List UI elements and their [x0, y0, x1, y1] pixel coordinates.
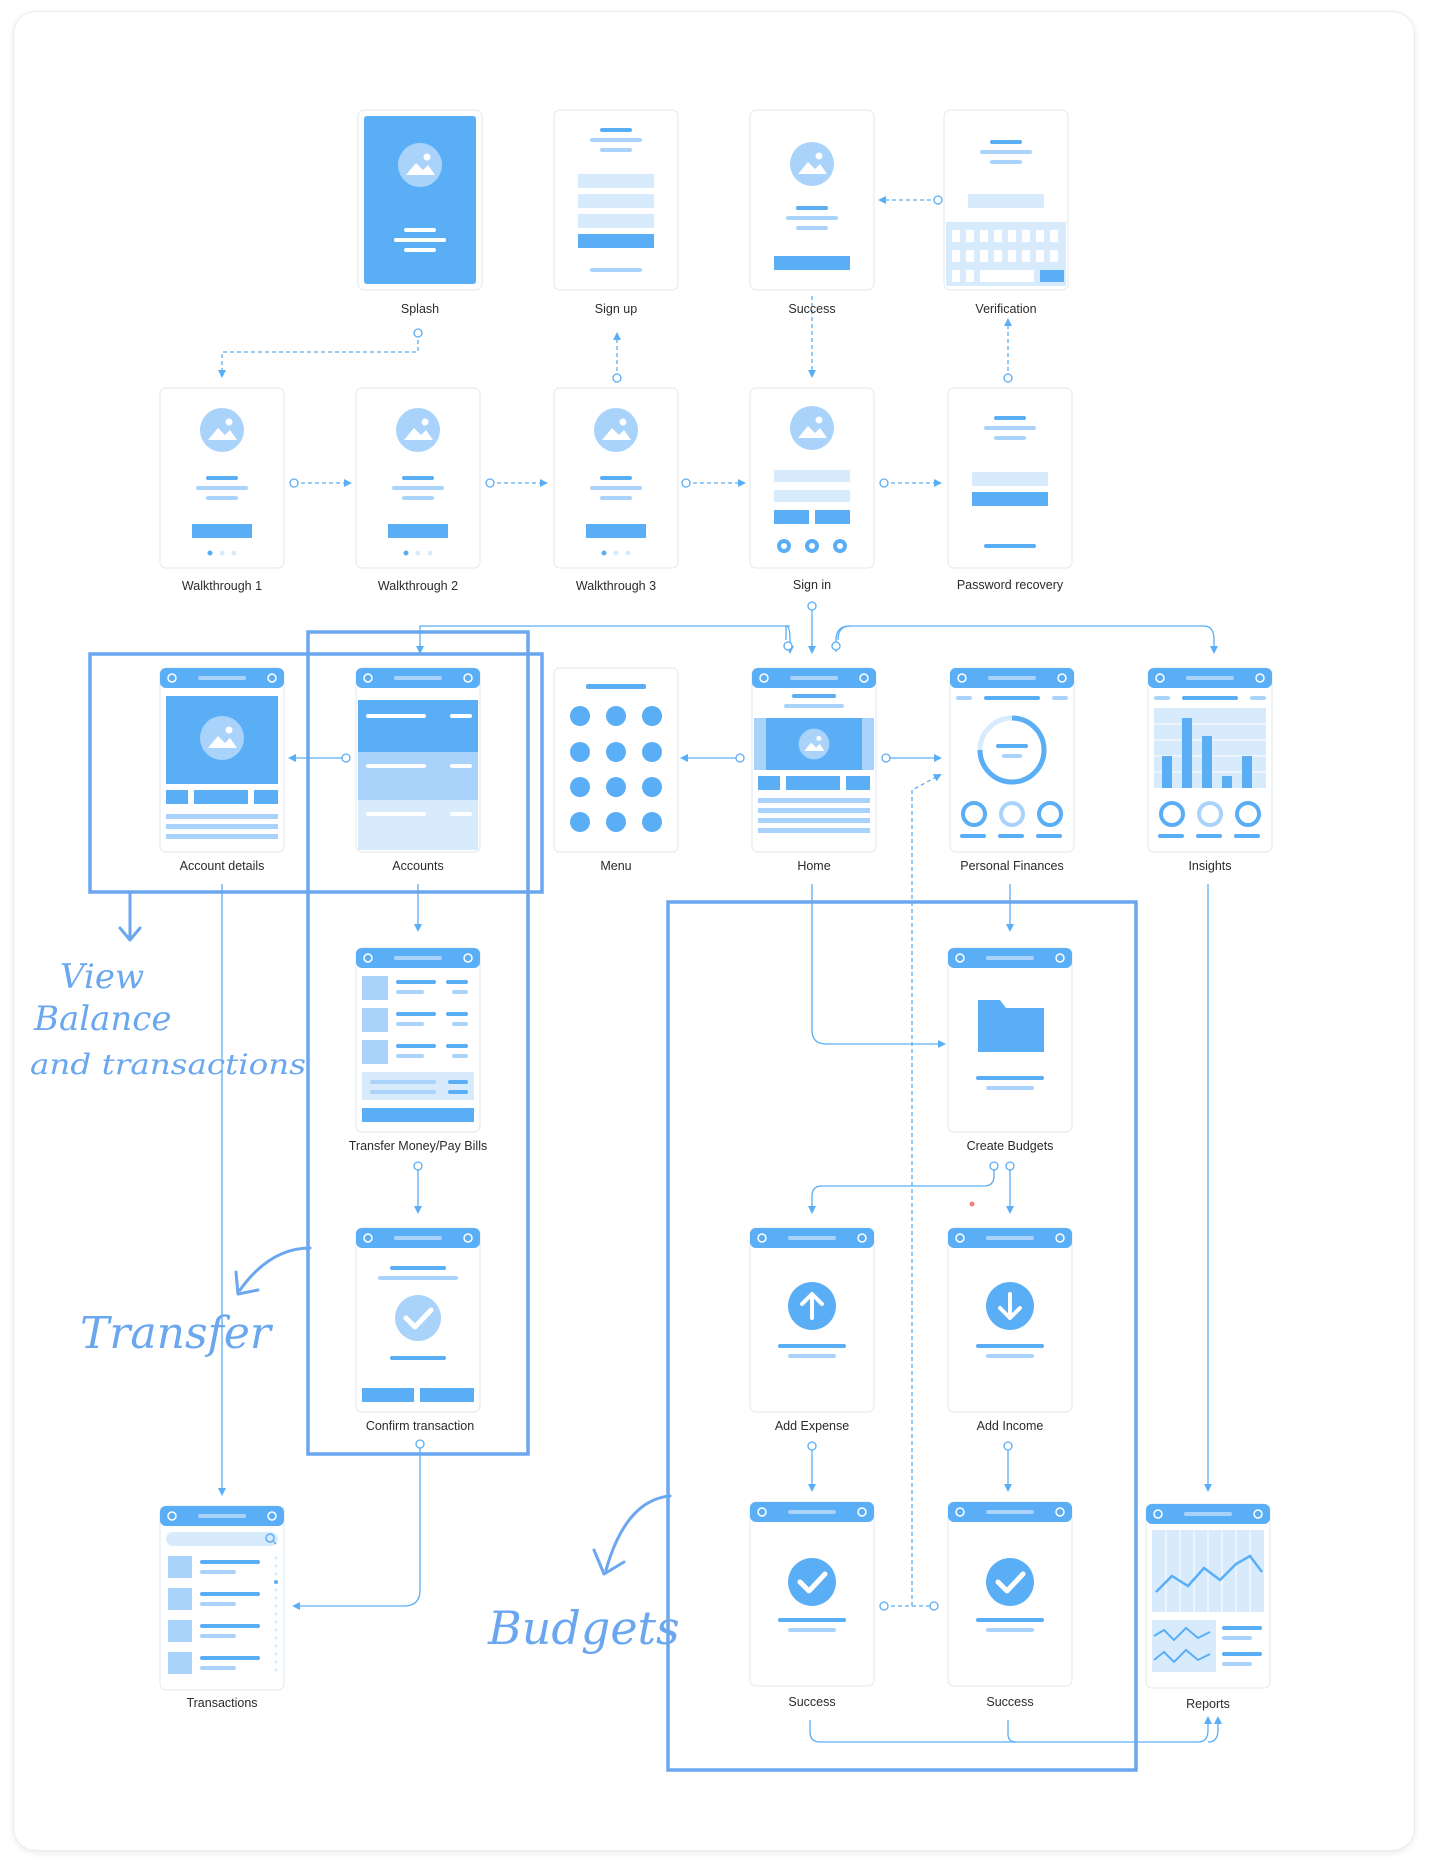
label-sign-up: Sign up [595, 302, 637, 316]
stray-dot [969, 1201, 975, 1207]
label-accounts: Accounts [392, 859, 443, 873]
wireflow-diagram: Splash Sign up Success [30, 109, 1273, 1772]
screen-walkthrough-3[interactable]: Walkthrough 3 [553, 387, 679, 593]
view-balance-highlight [88, 652, 544, 894]
note-transactions: and transactions [30, 1048, 306, 1081]
label-home: Home [797, 859, 830, 873]
arrow-up-icon [788, 1282, 836, 1330]
budgets-arrow [592, 1494, 672, 1576]
label-insights: Insights [1188, 859, 1231, 873]
label-verification: Verification [975, 302, 1036, 316]
screen-home[interactable]: Home [751, 667, 877, 873]
screen-transactions[interactable]: Transactions [159, 1505, 285, 1710]
screen-add-income[interactable]: Add Income [947, 1227, 1073, 1433]
screen-account-details[interactable]: Account details [159, 667, 285, 873]
label-account-details: Account details [180, 859, 265, 873]
label-password-recovery: Password recovery [957, 578, 1064, 592]
budgets-highlight [666, 900, 1138, 1772]
screen-transfer-money[interactable]: Transfer Money/Pay Bills [349, 947, 487, 1153]
label-add-expense: Add Expense [775, 1419, 849, 1433]
label-transactions: Transactions [186, 1696, 257, 1710]
screen-confirm-transaction[interactable]: Confirm transaction [355, 1227, 481, 1433]
label-splash: Splash [401, 302, 439, 316]
screen-sign-up[interactable]: Sign up [553, 109, 679, 316]
screen-menu[interactable]: Menu [553, 667, 679, 873]
transfer-highlight [306, 630, 530, 1456]
screen-splash[interactable]: Splash [357, 109, 483, 316]
connectors [218, 196, 1222, 1743]
screen-walkthrough-1[interactable]: Walkthrough 1 [159, 387, 285, 593]
hand-arrows [118, 890, 672, 1576]
note-transfer: Transfer [80, 1308, 274, 1359]
search-icon [265, 1533, 277, 1545]
label-add-income: Add Income [977, 1419, 1044, 1433]
note-budgets: Budgets [487, 1601, 680, 1655]
note-view: View [60, 957, 144, 997]
screen-accounts[interactable]: Accounts [355, 667, 481, 873]
label-walkthrough-3: Walkthrough 3 [576, 579, 656, 593]
screen-verification[interactable]: Verification [943, 109, 1069, 316]
check-icon [788, 1558, 836, 1606]
screen-password-recovery[interactable]: Password recovery [947, 387, 1073, 592]
label-success-expense: Success [788, 1695, 835, 1709]
screen-add-expense[interactable]: Add Expense [749, 1227, 875, 1433]
label-sign-in: Sign in [793, 578, 831, 592]
check-icon [395, 1295, 441, 1341]
check-icon [986, 1558, 1034, 1606]
screen-insights[interactable]: Insights [1147, 667, 1273, 873]
label-create-budgets: Create Budgets [967, 1139, 1054, 1153]
highlight-boxes [88, 630, 1138, 1772]
screen-success-income[interactable]: Success [947, 1501, 1073, 1709]
label-menu: Menu [600, 859, 631, 873]
note-balance: Balance [33, 999, 171, 1039]
connector-dots [289, 195, 1015, 1611]
label-personal-finances: Personal Finances [960, 859, 1064, 873]
screen-walkthrough-2[interactable]: Walkthrough 2 [355, 387, 481, 593]
label-success: Success [788, 302, 835, 316]
screen-reports[interactable]: Reports [1145, 1503, 1271, 1711]
screen-sign-in[interactable]: Sign in [749, 387, 875, 592]
label-success-income: Success [986, 1695, 1033, 1709]
hand-notes: View Balance and transactions Transfer B… [30, 957, 680, 1655]
transfer-arrow [234, 1246, 312, 1296]
view-arrow [118, 890, 142, 942]
screen-create-budgets[interactable]: Create Budgets [947, 947, 1073, 1153]
label-transfer-money: Transfer Money/Pay Bills [349, 1139, 487, 1153]
label-walkthrough-2: Walkthrough 2 [378, 579, 458, 593]
diagram-canvas: Splash Sign up Success [14, 12, 1414, 1850]
label-reports: Reports [1186, 1697, 1230, 1711]
folder-icon [978, 1000, 1044, 1052]
screen-success-expense[interactable]: Success [749, 1501, 875, 1709]
screen-success-top[interactable]: Success [749, 109, 875, 316]
arrow-down-icon [986, 1282, 1034, 1330]
screen-personal-finances[interactable]: Personal Finances [949, 667, 1075, 873]
label-walkthrough-1: Walkthrough 1 [182, 579, 262, 593]
label-confirm-transaction: Confirm transaction [366, 1419, 474, 1433]
